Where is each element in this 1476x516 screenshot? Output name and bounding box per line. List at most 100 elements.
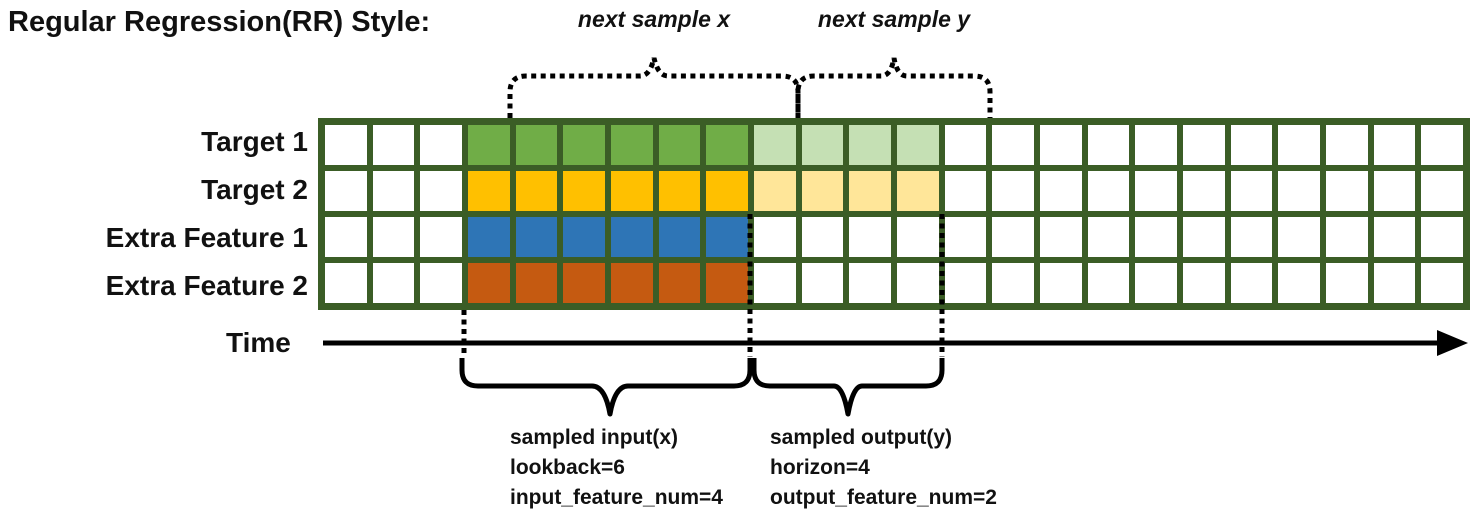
- grid-cell: [1040, 263, 1082, 303]
- grid-cell: [849, 263, 891, 303]
- grid-cell: [1421, 217, 1463, 257]
- grid-cell: [372, 217, 415, 257]
- grid-cell: [1373, 125, 1416, 165]
- grid-cell: [801, 263, 844, 303]
- grid-cell: [1183, 125, 1225, 165]
- grid-cell: [992, 263, 1034, 303]
- grid-cell: [992, 217, 1034, 257]
- sampled-output-brace: [751, 358, 945, 417]
- grid-cell: [468, 171, 510, 211]
- grid-cell: [706, 171, 748, 211]
- grid-cell: [944, 125, 987, 165]
- grid-cell: [1040, 125, 1082, 165]
- grid-cell: [611, 125, 653, 165]
- grid-cell: [1183, 171, 1225, 211]
- output-feature-num: output_feature_num=2: [770, 486, 997, 509]
- grid-cell: [563, 263, 605, 303]
- grid-cell: [1230, 171, 1273, 211]
- grid-cell: [1373, 171, 1416, 211]
- grid-cell: [658, 217, 701, 257]
- grid: [318, 118, 1470, 310]
- grid-cell: [515, 263, 558, 303]
- next-sample-y-label: next sample y: [817, 6, 971, 32]
- grid-cell: [706, 217, 748, 257]
- grid-cell: [372, 171, 415, 211]
- grid-cell: [992, 125, 1034, 165]
- grid-cell: [849, 171, 891, 211]
- grid-cell: [754, 125, 796, 165]
- input-feature-num: input_feature_num=4: [510, 486, 723, 509]
- grid-cell: [1326, 263, 1368, 303]
- grid-cell: [1421, 263, 1463, 303]
- grid-cell: [468, 217, 510, 257]
- grid-cell: [1087, 125, 1130, 165]
- grid-cell: [515, 171, 558, 211]
- grid-cell: [849, 125, 891, 165]
- grid-cell: [1040, 171, 1082, 211]
- sampled-input-note: sampled input(x) lookback=6 input_featur…: [510, 423, 723, 513]
- grid-cell: [706, 263, 748, 303]
- grid-cell: [1326, 125, 1368, 165]
- grid-cell: [1421, 125, 1463, 165]
- grid-cell: [1087, 171, 1130, 211]
- grid-cell: [754, 217, 796, 257]
- grid-cell: [944, 263, 987, 303]
- grid-cell: [1183, 217, 1225, 257]
- sampled-input-brace: [459, 358, 753, 417]
- grid-cell: [1087, 263, 1130, 303]
- grid-cell: [1135, 217, 1177, 257]
- grid-cell: [944, 217, 987, 257]
- grid-cell: [563, 171, 605, 211]
- grid-cell: [1087, 217, 1130, 257]
- grid-cell: [658, 263, 701, 303]
- grid-cell: [611, 171, 653, 211]
- row-label: Extra Feature 2: [105, 270, 308, 301]
- sampled-input-title: sampled input(x): [510, 426, 679, 449]
- sampled-output-title: sampled output(y): [770, 426, 952, 449]
- grid-cell: [420, 125, 462, 165]
- grid-cell: [1373, 263, 1416, 303]
- grid-cell: [515, 125, 558, 165]
- grid-cell: [611, 263, 653, 303]
- grid-cell: [1183, 263, 1225, 303]
- grid-cell: [992, 171, 1034, 211]
- grid-cell: [754, 263, 796, 303]
- grid-cell: [1278, 217, 1320, 257]
- grid-cell: [1326, 217, 1368, 257]
- grid-cell: [706, 125, 748, 165]
- grid-cell: [801, 217, 844, 257]
- grid-cell: [1135, 263, 1177, 303]
- diagram-title: Regular Regression(RR) Style:: [8, 6, 431, 38]
- lookback-value: lookback=6: [510, 456, 625, 479]
- grid-cell: [801, 171, 844, 211]
- grid-cell: [1278, 263, 1320, 303]
- grid-cell: [897, 217, 939, 257]
- grid-cell: [563, 217, 605, 257]
- grid-cell: [1278, 125, 1320, 165]
- grid-cell: [897, 171, 939, 211]
- grid-cell: [1373, 217, 1416, 257]
- grid-cell: [1040, 217, 1082, 257]
- grid-cell: [325, 217, 367, 257]
- row-label: Target 1: [201, 126, 308, 157]
- grid-cell: [1278, 171, 1320, 211]
- next-sample-y-brace: [795, 57, 993, 118]
- grid-cell: [325, 263, 367, 303]
- grid-cell: [658, 171, 701, 211]
- grid-cell: [1135, 125, 1177, 165]
- grid-cell: [754, 171, 796, 211]
- grid-cell: [1230, 217, 1273, 257]
- grid-cell: [897, 125, 939, 165]
- time-axis-label: Time: [226, 327, 291, 358]
- grid-cell: [1230, 263, 1273, 303]
- sampled-output-note: sampled output(y) horizon=4 output_featu…: [770, 423, 997, 513]
- grid-cell: [325, 171, 367, 211]
- grid-cell: [372, 125, 415, 165]
- grid-cell: [1135, 171, 1177, 211]
- grid-cell: [1421, 171, 1463, 211]
- next-sample-x-brace: [507, 57, 801, 118]
- grid-cell: [1230, 125, 1273, 165]
- grid-cell: [420, 171, 462, 211]
- grid-cell: [420, 263, 462, 303]
